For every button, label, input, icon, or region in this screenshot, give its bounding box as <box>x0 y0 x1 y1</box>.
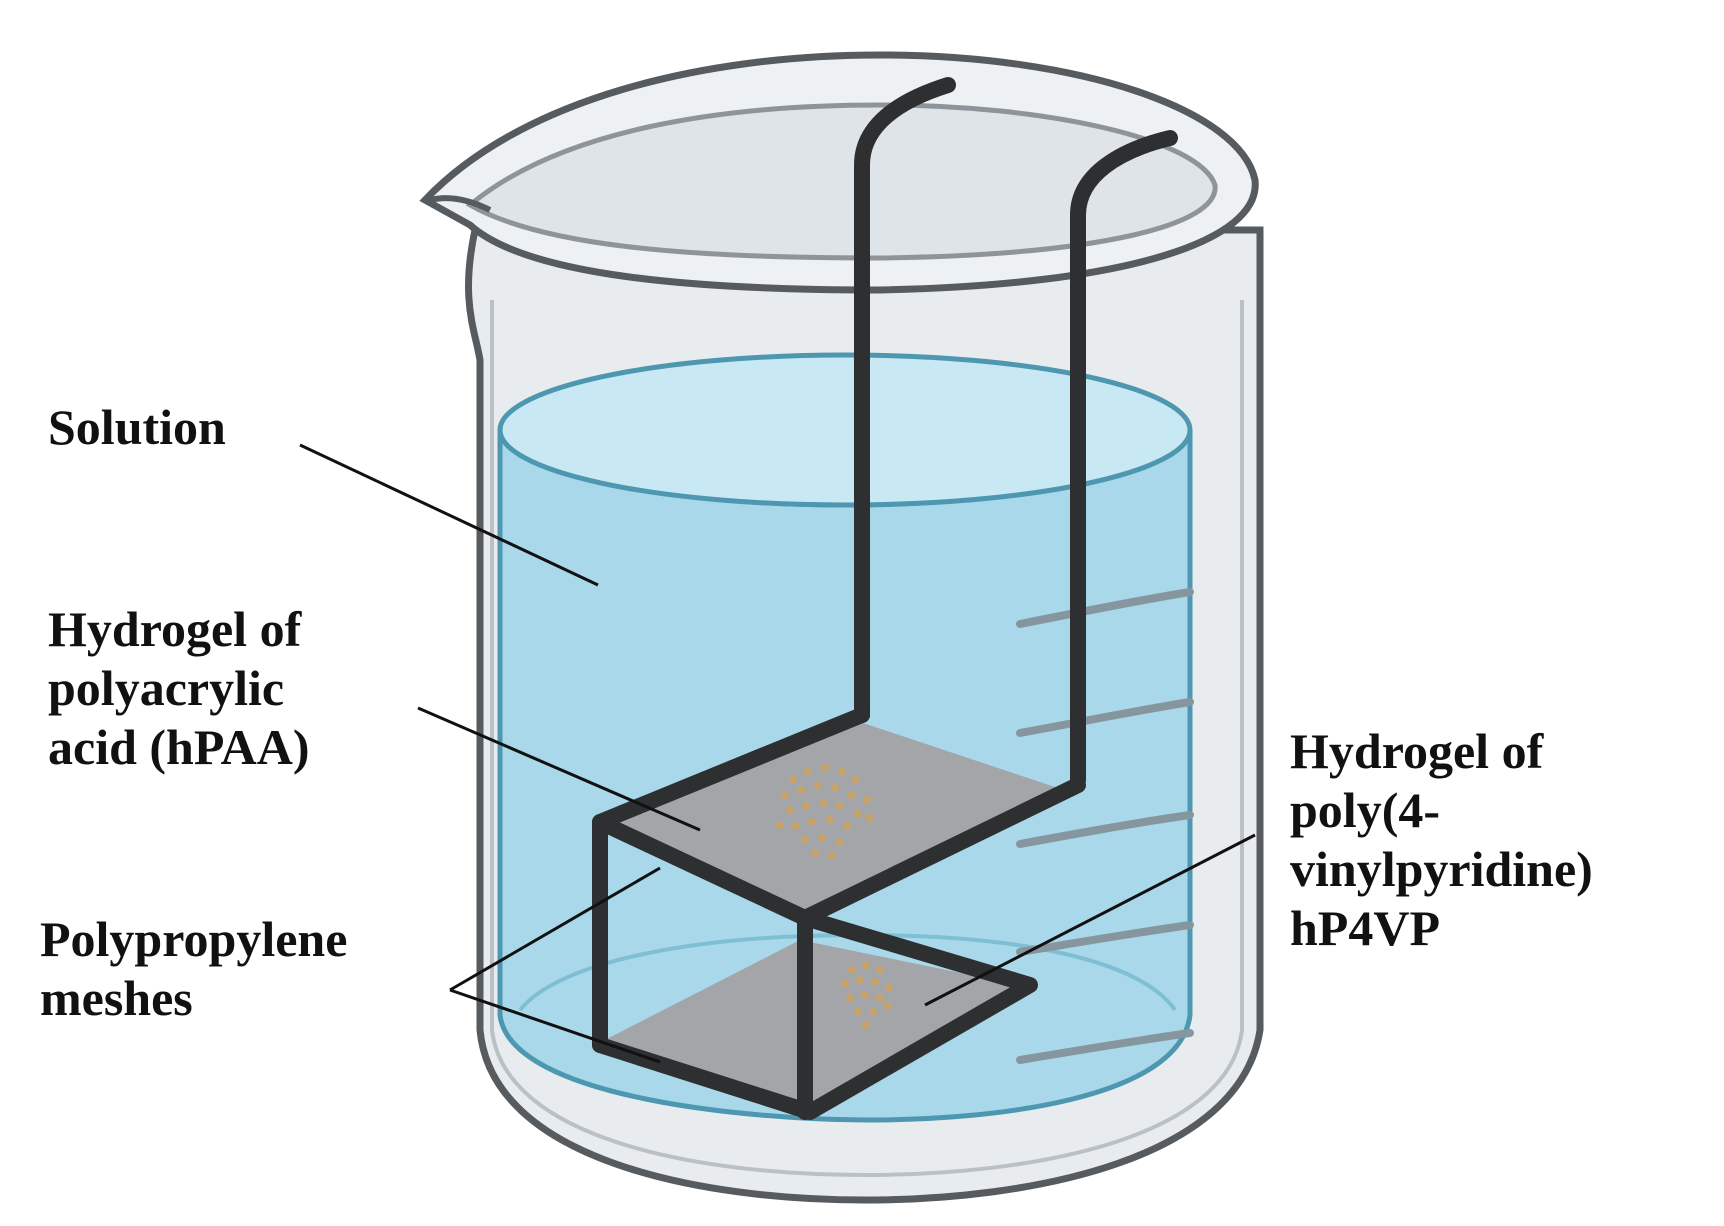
left-rod <box>854 77 956 723</box>
hp4vp-label-line: poly(4- <box>1290 782 1440 838</box>
hp4vp-leader <box>924 833 1256 1007</box>
hpaa-leader <box>417 706 701 832</box>
lower-frame <box>592 910 1038 1120</box>
beaker-rim-inner <box>465 102 1218 261</box>
right-rod <box>1070 130 1178 788</box>
solution-label: Solution <box>48 398 226 457</box>
meshes-label-line: Polypropylene <box>40 911 348 967</box>
mesh-leader-upper <box>449 866 661 992</box>
hp4vp-label: Hydrogel of poly(4- vinylpyridine) hP4VP <box>1290 722 1593 958</box>
hp4vp-particles <box>841 961 893 1029</box>
solution-label-line: Solution <box>48 399 226 455</box>
hpaa-label: Hydrogel of polyacrylic acid (hPAA) <box>48 600 310 777</box>
solution-leader <box>299 443 599 587</box>
graduation-mark <box>1016 811 1194 848</box>
hpaa-label-line: acid (hPAA) <box>48 719 310 775</box>
leader-lines <box>299 443 1256 1064</box>
mesh-leader-lower <box>449 988 661 1064</box>
meshes-label-line: meshes <box>40 970 193 1026</box>
meshes-label: Polypropylene meshes <box>40 910 347 1028</box>
mesh-holder <box>592 77 1178 1120</box>
hp4vp-label-line: hP4VP <box>1290 900 1440 956</box>
upper-frame <box>592 707 1086 926</box>
graduation-mark <box>1016 921 1194 956</box>
beaker-spout <box>429 195 492 213</box>
hpaa-label-line: polyacrylic <box>48 660 285 716</box>
hpaa-particles <box>776 764 874 860</box>
solution-surface <box>497 352 1193 508</box>
graduation-mark <box>1016 588 1194 628</box>
graduation-mark <box>1016 1029 1194 1064</box>
hp4vp-label-line: Hydrogel of <box>1290 723 1544 779</box>
graduation-marks <box>1016 588 1194 1064</box>
upper-mesh <box>605 722 1070 918</box>
hpaa-label-line: Hydrogel of <box>48 601 302 657</box>
hp4vp-label-line: vinylpyridine) <box>1290 841 1593 897</box>
holder-frame <box>592 77 1178 1120</box>
beaker-inner-wall <box>490 300 1244 1178</box>
graduation-mark <box>1016 698 1194 737</box>
